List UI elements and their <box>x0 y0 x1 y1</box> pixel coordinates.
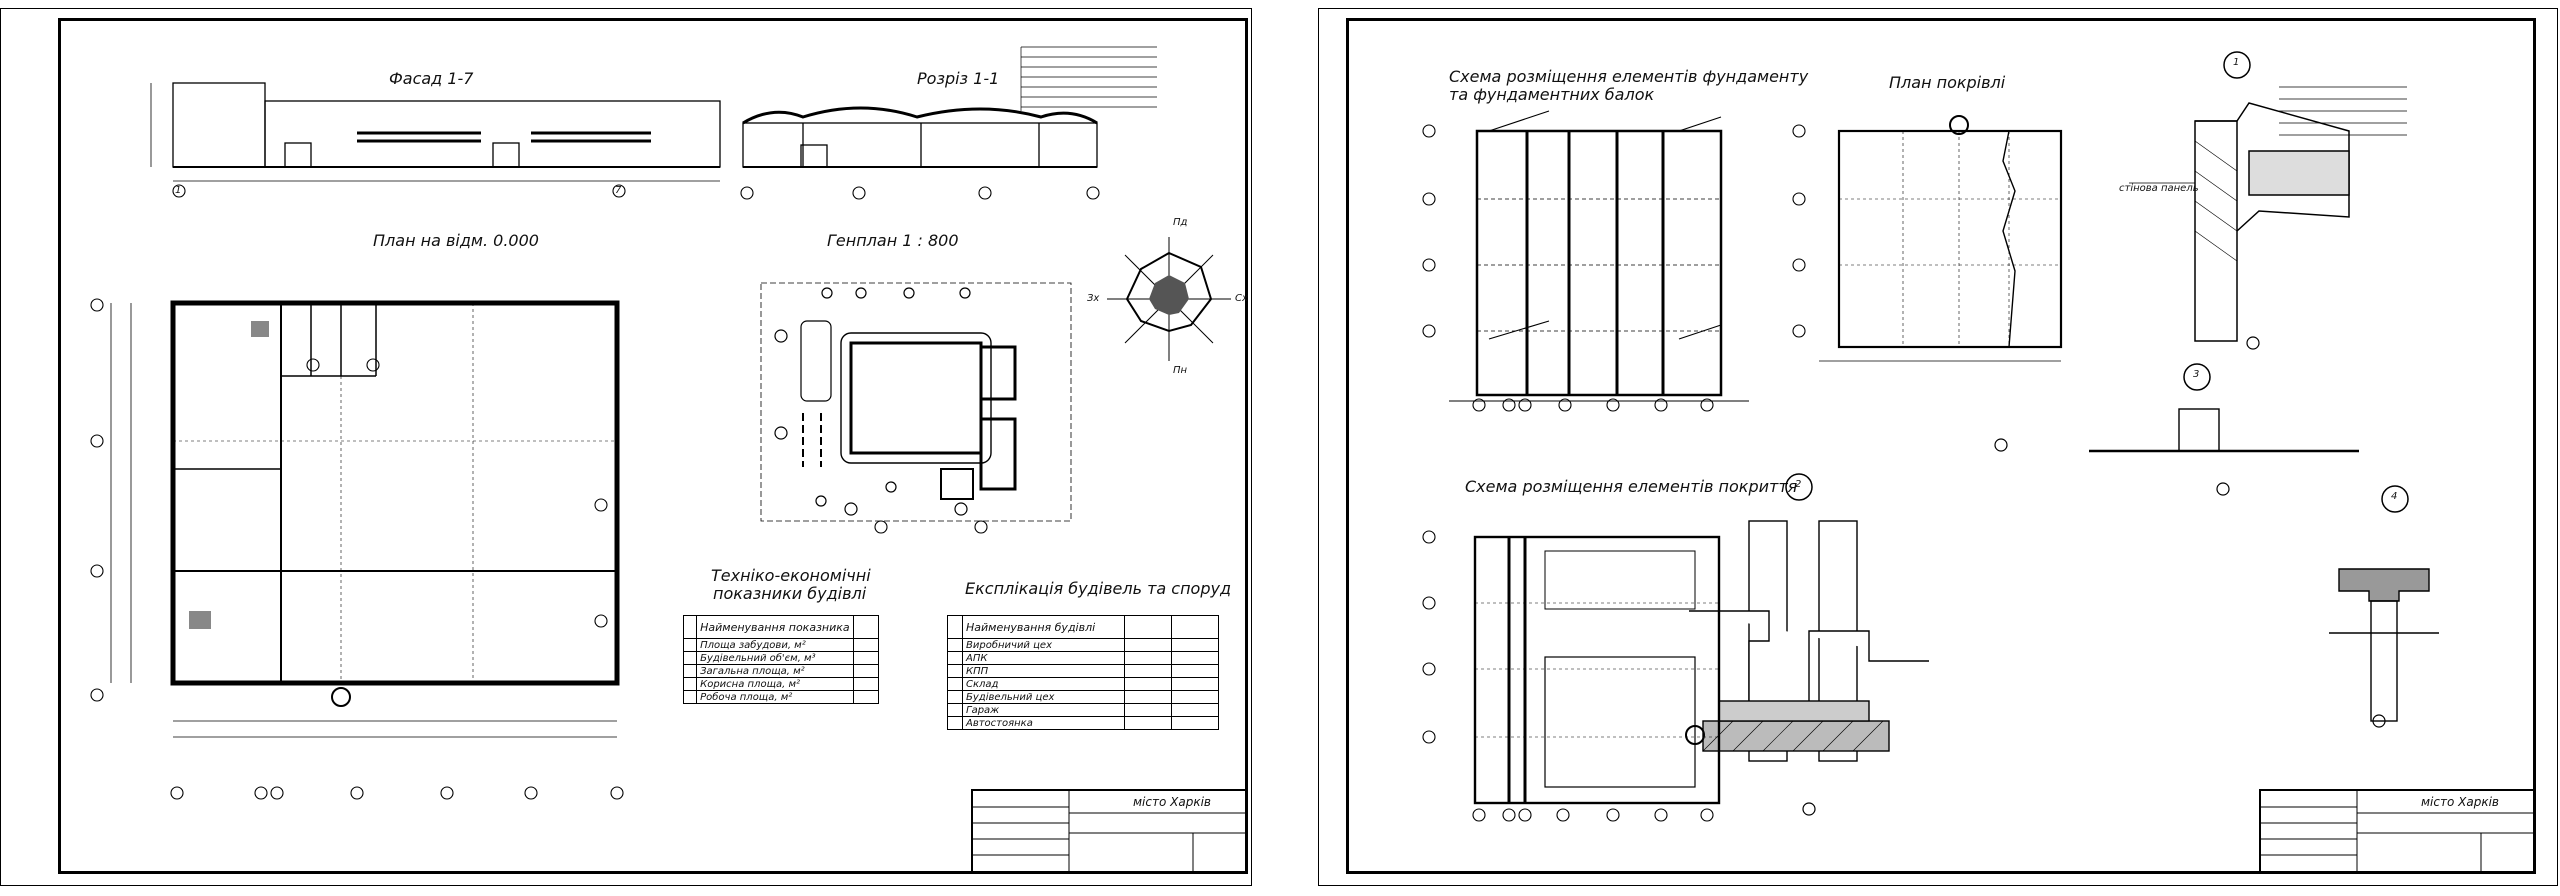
roof-plan-title: План покрівлі <box>1889 73 2006 92</box>
node-detail-2 <box>1689 473 1929 816</box>
compass-south: Пн <box>1173 365 1188 376</box>
tech-row: Корисна площа, м² <box>696 677 854 691</box>
title-block-left: місто Харків <box>971 789 1247 873</box>
title-block-right: місто Харків <box>2259 789 2535 873</box>
expl-row: АПК <box>962 651 1125 665</box>
tech-row: Площа забудови, м² <box>696 638 854 652</box>
expl-row: Гараж <box>962 703 1125 717</box>
expl-row: КПП <box>962 664 1125 678</box>
compass-west: Зх <box>1087 293 1100 304</box>
tech-row: Будівельний об'єм, м³ <box>696 651 854 665</box>
plan-title: План на відм. 0.000 <box>373 231 539 250</box>
foundation-scheme <box>1422 110 1749 412</box>
tech-title-line2: показники будівлі <box>713 584 867 603</box>
facade-title: Фасад 1-7 <box>389 69 474 88</box>
expl-row: Будівельний цех <box>962 690 1125 704</box>
tech-row: Робоча площа, м² <box>696 690 854 704</box>
node-3-label: 3 <box>2193 369 2200 380</box>
foundation-title-line2: та фундаментних балок <box>1449 85 1655 104</box>
node-2-label: 2 <box>1795 479 1802 490</box>
section-drawing <box>740 46 1157 200</box>
cover-scheme <box>1422 530 1721 822</box>
stamp-city: місто Харків <box>2421 795 2499 809</box>
facade-axis-7: 7 <box>615 185 622 196</box>
foundation-title-line1: Схема розміщення елементів фундаменту <box>1449 67 1809 86</box>
tech-table-header: Найменування показника <box>696 615 854 639</box>
genplan-drawing <box>760 282 1072 534</box>
explication-title: Експлікація будівель та споруд <box>965 579 1232 598</box>
facade-drawing <box>150 82 721 198</box>
roof-plan <box>1792 115 2063 362</box>
expl-table-header: Найменування будівлі <box>962 615 1125 639</box>
drawing-sheet-right: Схема розміщення елементів фундаменту та… <box>1346 18 2536 874</box>
cover-scheme-title: Схема розміщення елементів покриття <box>1465 477 1798 496</box>
sheet-trim-right <box>1318 8 2558 886</box>
compass-north: Пд <box>1173 217 1188 228</box>
expl-row: Виробничий цех <box>962 638 1125 652</box>
node-4-label: 4 <box>2391 491 2398 502</box>
tech-title-line1: Техніко-економічні <box>711 566 871 585</box>
node-detail-4 <box>2329 485 2439 728</box>
expl-row: Склад <box>962 677 1125 691</box>
section-title: Розріз 1-1 <box>917 69 1000 88</box>
drawing-sheet-left: Фасад 1-7 Розріз 1-1 План на відм. 0.000… <box>58 18 1248 874</box>
node-detail-3 <box>1994 363 2359 496</box>
compass-east: Сх <box>1235 293 1248 304</box>
node-detail-1 <box>2129 51 2407 350</box>
genplan-title: Генплан 1 : 800 <box>827 231 959 250</box>
facade-axis-1: 1 <box>175 185 182 196</box>
sheet-trim-left <box>0 8 1252 886</box>
floor-plan <box>90 298 624 800</box>
axis-marker <box>172 184 186 198</box>
expl-row: Автостоянка <box>962 716 1125 730</box>
wall-panel-label: стінова панель <box>2119 183 2199 194</box>
stamp-city: місто Харків <box>1133 795 1211 809</box>
node-1-label: 1 <box>2233 57 2240 68</box>
tech-row: Загальна площа, м² <box>696 664 854 678</box>
tech-table: Найменування показника Площа забудови, м… <box>682 615 880 704</box>
explication-table: Найменування будівлі Виробничий цех АПК … <box>947 615 1219 730</box>
wind-rose <box>1107 237 1231 361</box>
